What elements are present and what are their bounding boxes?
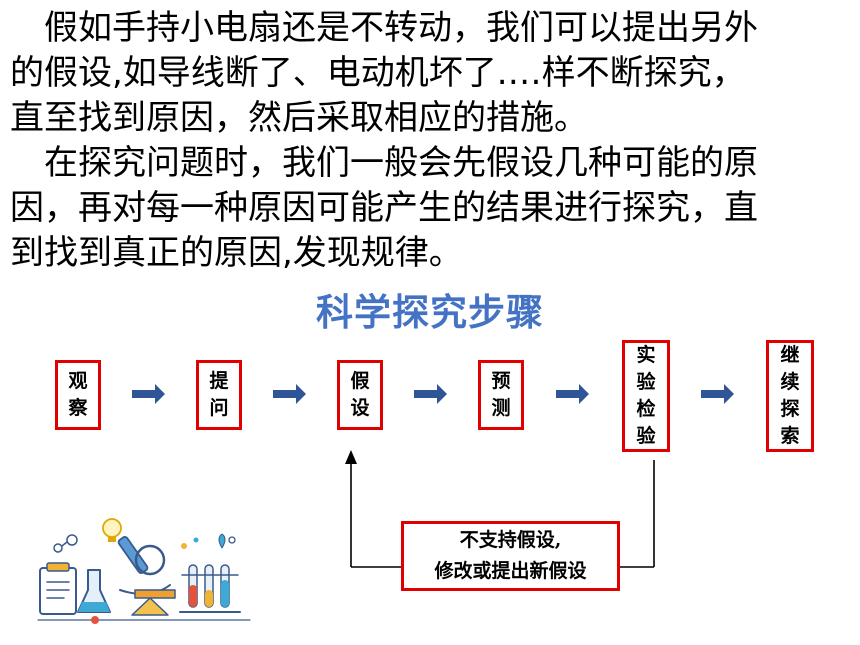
step-char: 验 bbox=[636, 371, 656, 393]
step-char: 验 bbox=[636, 425, 656, 447]
step-char: 检 bbox=[636, 398, 656, 420]
step-char: 察 bbox=[68, 397, 88, 419]
arrow-right-icon bbox=[701, 384, 734, 404]
step-char: 测 bbox=[491, 397, 511, 419]
step-char: 索 bbox=[780, 425, 800, 447]
step-char: 设 bbox=[350, 397, 370, 419]
step-predict: 预 测 bbox=[478, 360, 524, 430]
science-lab-equipment-icon bbox=[37, 518, 251, 624]
paragraph-line: 的假设,如导线断了、电动机坏了.…样不断探究， bbox=[10, 53, 746, 93]
feedback-line-2: 修改或提出新假设 bbox=[434, 560, 587, 582]
paragraph-line: 假如手持小电扇还是不转动，我们可以提出另外 bbox=[10, 8, 758, 48]
step-char: 探 bbox=[780, 398, 800, 420]
paragraph-1: 假如手持小电扇还是不转动，我们可以提出另外 的假设,如导线断了、电动机坏了.…样… bbox=[10, 6, 850, 141]
step-experiment: 实 验 检 验 bbox=[622, 340, 670, 452]
step-char: 续 bbox=[780, 371, 800, 393]
step-continue: 继 续 探 索 bbox=[766, 340, 814, 452]
arrow-right-icon bbox=[414, 384, 447, 404]
step-char: 提 bbox=[209, 370, 229, 392]
arrow-right-icon bbox=[273, 384, 306, 404]
paragraph-line: 直至找到原因，然后采取相应的措施。 bbox=[10, 98, 588, 138]
paragraph-line: 因，再对每一种原因可能产生的结果进行探究，直 bbox=[10, 188, 758, 228]
paragraph-line: 在探究问题时，我们一般会先假设几种可能的原 bbox=[10, 143, 758, 183]
paragraph-2: 在探究问题时，我们一般会先假设几种可能的原 因，再对每一种原因可能产生的结果进行… bbox=[10, 141, 850, 276]
step-char: 问 bbox=[209, 397, 229, 419]
step-char: 实 bbox=[636, 344, 656, 366]
diagram-title: 科学探究步骤 bbox=[316, 291, 544, 334]
feedback-box: 不支持假设, 修改或提出新假设 bbox=[401, 521, 620, 591]
step-question: 提 问 bbox=[196, 360, 242, 430]
step-char: 预 bbox=[491, 370, 511, 392]
step-observe: 观 察 bbox=[55, 360, 101, 430]
step-char: 观 bbox=[68, 370, 88, 392]
step-char: 假 bbox=[350, 370, 370, 392]
step-char: 继 bbox=[780, 344, 800, 366]
feedback-line-1: 不支持假设, bbox=[459, 529, 562, 551]
arrow-up-icon bbox=[345, 450, 357, 464]
arrow-right-icon bbox=[556, 384, 589, 404]
step-hypothesis: 假 设 bbox=[337, 360, 383, 430]
paragraph-line: 到找到真正的原因,发现规律。 bbox=[10, 233, 463, 273]
arrow-right-icon bbox=[132, 384, 165, 404]
